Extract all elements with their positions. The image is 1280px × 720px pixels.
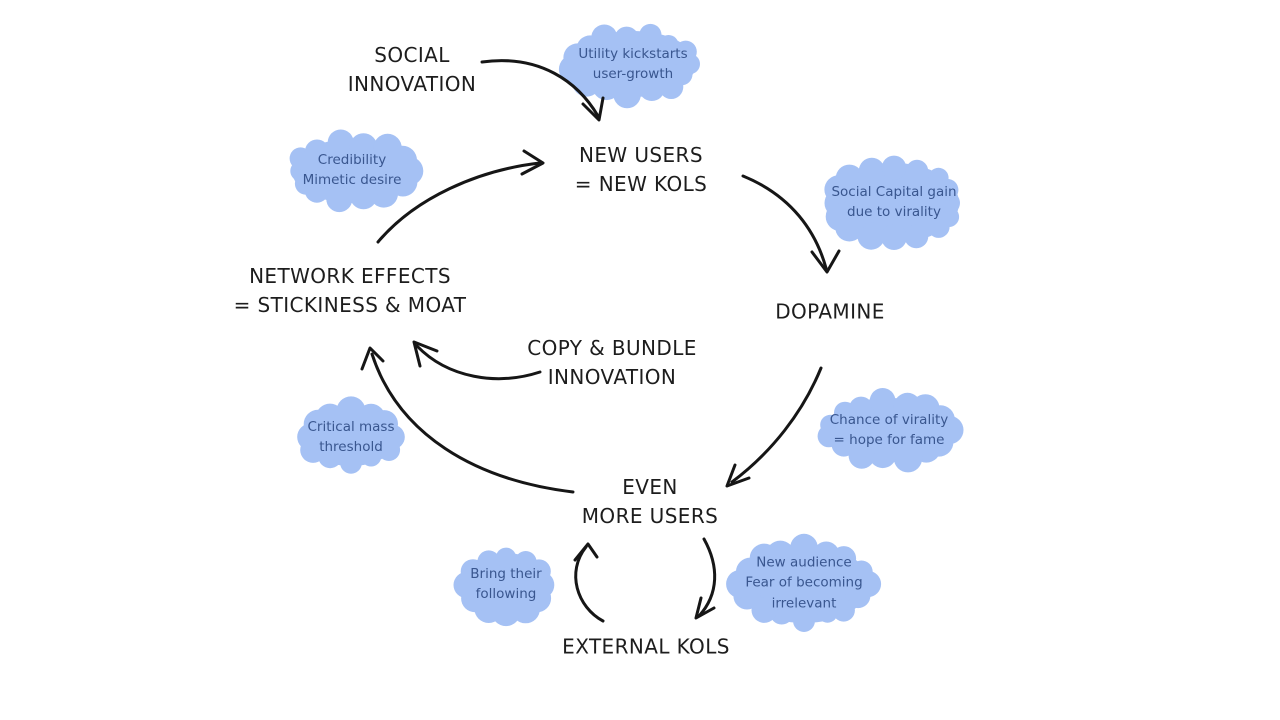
node-copy-bundle-innovation: COPY & BUNDLE INNOVATION [527, 336, 697, 389]
annotation-utility-kickstarts: Utility kickstarts user-growth [578, 45, 688, 82]
arrow-even-more-users-to-network-effects [360, 346, 575, 494]
arrow-external-kols-to-even-more-users [573, 542, 605, 623]
annotation-critical-mass: Critical mass threshold [307, 418, 395, 455]
highlight-cloud [817, 388, 964, 473]
arrow-copy-bundle-to-network-effects [412, 340, 542, 381]
arrow-new-users-to-dopamine [741, 174, 841, 274]
arrow-even-more-users-to-external-kols [694, 537, 717, 620]
node-social-innovation: SOCIAL INNOVATION [347, 43, 477, 96]
annotation-credibility-mimetic: Credibility Mimetic desire [302, 151, 402, 188]
highlight-clouds [289, 23, 964, 632]
node-dopamine: DOPAMINE [775, 299, 885, 324]
arrow-social-innovation-to-new-users [480, 59, 605, 122]
annotation-social-capital-gain: Social Capital gain due to virality [831, 183, 957, 220]
node-network-effects: NETWORK EFFECTS = STICKINESS & MOAT [233, 264, 467, 317]
annotation-bring-their-following: Bring their following [470, 565, 542, 602]
highlight-cloud [289, 129, 424, 213]
highlight-cloud [824, 155, 961, 251]
annotation-new-audience-fear: New audience Fear of becoming irrelevant [745, 554, 863, 612]
annotation-chance-of-virality: Chance of virality = hope for fame [829, 411, 949, 448]
highlight-cloud [453, 547, 555, 627]
node-external-kols: EXTERNAL KOLS [562, 634, 730, 659]
node-even-more-users: EVEN MORE USERS [581, 475, 719, 528]
arrow-dopamine-to-even-more-users [725, 366, 823, 488]
highlight-cloud [297, 396, 405, 474]
node-new-users-new-kols: NEW USERS = NEW KOLS [574, 143, 708, 196]
highlight-cloud [558, 23, 700, 109]
highlight-cloud [726, 533, 882, 632]
arrow-network-effects-to-new-users [376, 149, 545, 244]
